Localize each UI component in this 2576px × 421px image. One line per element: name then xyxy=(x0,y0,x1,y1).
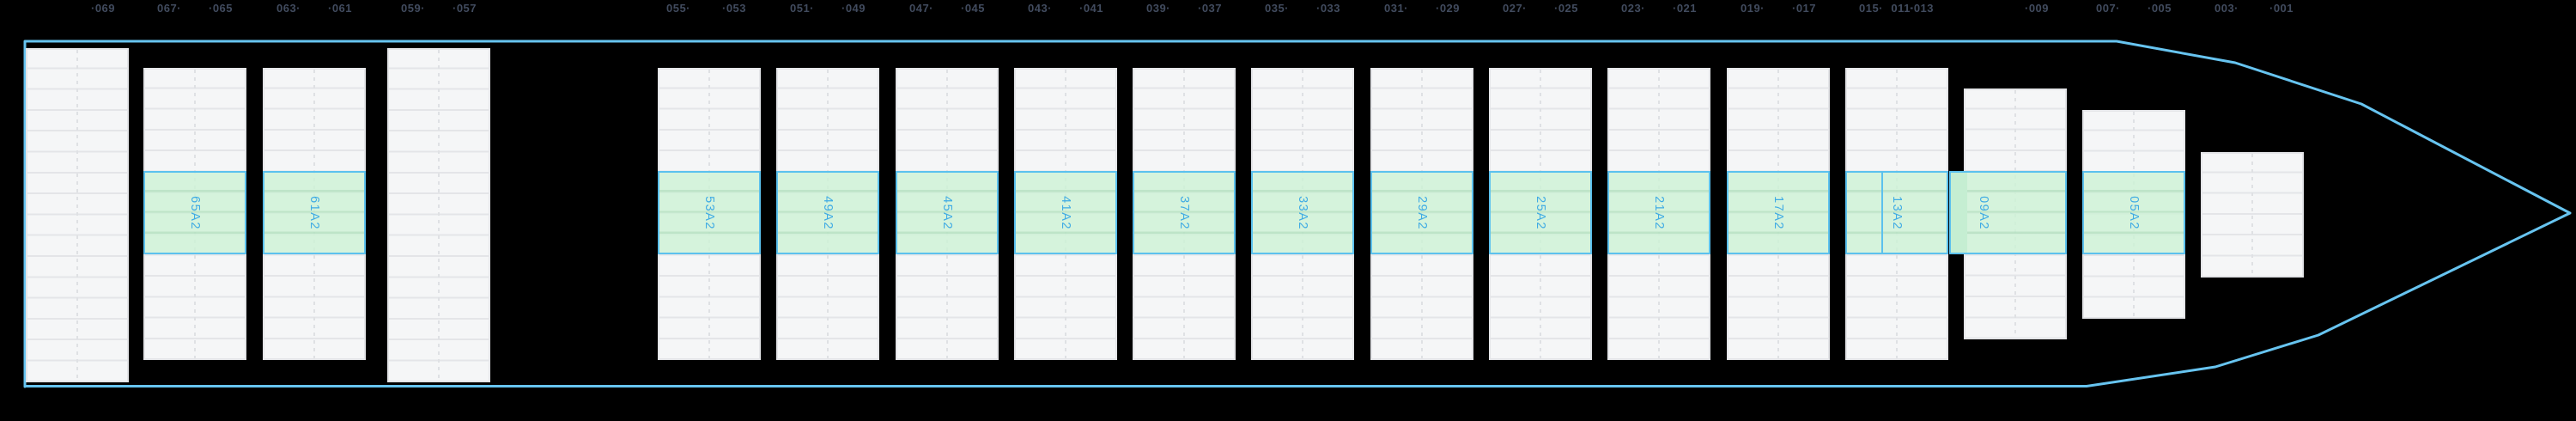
bay-number-label: ·069 xyxy=(90,2,116,15)
stowage-block-label: 17A2 xyxy=(1771,195,1785,230)
stowage-block-label: 09A2 xyxy=(1977,195,1990,230)
bay-grid-007-005[interactable]: 05A2 xyxy=(2082,110,2185,319)
bay-grid-047-045[interactable]: 45A2 xyxy=(896,68,999,361)
stowage-block-53A2[interactable]: 53A2 xyxy=(658,171,761,254)
bay-number-label: 059· xyxy=(400,2,426,15)
stowage-block-29A2[interactable]: 29A2 xyxy=(1370,171,1473,254)
stowage-block-49A2[interactable]: 49A2 xyxy=(776,171,879,254)
bay-grid-015-013[interactable]: 13A2 xyxy=(1845,68,1948,361)
stowage-block-divider xyxy=(1881,173,1883,253)
stowage-block-09A2[interactable]: 09A2 xyxy=(1949,171,2067,254)
bay-number-label: ·065 xyxy=(208,2,234,15)
bay-center-divider xyxy=(76,50,78,381)
stowage-block-extension xyxy=(1951,173,1967,253)
stowage-block-label: 41A2 xyxy=(1059,195,1072,230)
bay-grid-031-029[interactable]: 29A2 xyxy=(1370,68,1473,361)
hull-outline-path xyxy=(23,40,2572,388)
stowage-block-label: 53A2 xyxy=(702,195,716,230)
bay-number-label: 063· xyxy=(276,2,301,15)
stowage-block-25A2[interactable]: 25A2 xyxy=(1489,171,1592,254)
bay-number-label: 023· xyxy=(1620,2,1646,15)
stowage-block-45A2[interactable]: 45A2 xyxy=(896,171,999,254)
bay-number-label: ·053 xyxy=(721,2,747,15)
bay-number-label: ·041 xyxy=(1078,2,1104,15)
bay-grid-043-041[interactable]: 41A2 xyxy=(1014,68,1117,361)
stowage-block-label: 65A2 xyxy=(188,195,202,230)
bay-number-label: 055· xyxy=(665,2,691,15)
bay-grid-035-033[interactable]: 33A2 xyxy=(1251,68,1354,361)
bay-number-label: 035· xyxy=(1264,2,1290,15)
bay-grid-023-021[interactable]: 21A2 xyxy=(1607,68,1710,361)
bay-grid-059-057[interactable] xyxy=(387,48,490,382)
bay-number-label: ·049 xyxy=(841,2,866,15)
stowage-block-label: 05A2 xyxy=(2127,195,2141,230)
stowage-block-label: 61A2 xyxy=(307,195,321,230)
bay-number-label: ·009 xyxy=(2024,2,2050,15)
bay-number-label: 031· xyxy=(1383,2,1409,15)
bay-number-label: ·033 xyxy=(1315,2,1341,15)
bay-number-label: ·061 xyxy=(327,2,353,15)
bay-number-label: 011· xyxy=(1891,2,1915,15)
bay-number-label: 007· xyxy=(2095,2,2121,15)
stowage-block-label: 33A2 xyxy=(1296,195,1309,230)
stowage-block-17A2[interactable]: 17A2 xyxy=(1727,171,1830,254)
stowage-block-label: 21A2 xyxy=(1652,195,1666,230)
bay-number-label: ·005 xyxy=(2147,2,2172,15)
bay-number-label: ·029 xyxy=(1435,2,1461,15)
bay-number-label: 019· xyxy=(1740,2,1765,15)
stowage-block-21A2[interactable]: 21A2 xyxy=(1607,171,1710,254)
stowage-block-37A2[interactable]: 37A2 xyxy=(1133,171,1236,254)
stowage-block-41A2[interactable]: 41A2 xyxy=(1014,171,1117,254)
bay-center-divider xyxy=(2251,154,2253,276)
stowage-block-label: 29A2 xyxy=(1415,195,1429,230)
bay-number-label: 067· xyxy=(156,2,182,15)
stowage-block-13A2[interactable]: 13A2 xyxy=(1845,171,1948,254)
bay-number-label: 047· xyxy=(908,2,934,15)
bay-grid-051-049[interactable]: 49A2 xyxy=(776,68,879,361)
stowage-block-label: 49A2 xyxy=(821,195,835,230)
bay-number-label: ·025 xyxy=(1553,2,1579,15)
bay-number-label: 027· xyxy=(1502,2,1528,15)
bay-number-label: 043· xyxy=(1027,2,1053,15)
stowage-block-label: 37A2 xyxy=(1177,195,1191,230)
bay-number-label: 051· xyxy=(789,2,815,15)
bay-number-label: ·021 xyxy=(1672,2,1698,15)
stowage-block-65A2[interactable]: 65A2 xyxy=(143,171,246,254)
bay-number-label: 039· xyxy=(1145,2,1171,15)
stowage-block-33A2[interactable]: 33A2 xyxy=(1251,171,1354,254)
bay-number-label: ·045 xyxy=(960,2,986,15)
bay-number-label: 015· xyxy=(1858,2,1884,15)
stowage-block-61A2[interactable]: 61A2 xyxy=(263,171,366,254)
bay-grid-011-009[interactable]: 09A2 xyxy=(1949,88,2067,339)
bay-number-label: ·001 xyxy=(2269,2,2294,15)
stowage-block-label: 45A2 xyxy=(940,195,954,230)
bay-grid-071-069[interactable] xyxy=(26,48,129,382)
bay-grid-067-065[interactable]: 65A2 xyxy=(143,68,246,361)
bay-number-label: ·013 xyxy=(1909,2,1935,15)
bay-grid-039-037[interactable]: 37A2 xyxy=(1133,68,1236,361)
bay-center-divider xyxy=(438,50,440,381)
bay-grid-063-061[interactable]: 61A2 xyxy=(263,68,366,361)
stowage-block-label: 13A2 xyxy=(1890,195,1904,230)
bay-number-label: 003· xyxy=(2214,2,2239,15)
bay-number-label: ·057 xyxy=(452,2,477,15)
bay-number-label: ·037 xyxy=(1197,2,1223,15)
bay-grid-055-053[interactable]: 53A2 xyxy=(658,68,761,361)
bay-grid-019-017[interactable]: 17A2 xyxy=(1727,68,1830,361)
stowage-block-label: 25A2 xyxy=(1534,195,1547,230)
bay-grid-003-001[interactable] xyxy=(2201,152,2304,278)
stowage-block-05A2[interactable]: 05A2 xyxy=(2082,171,2185,254)
bay-grid-027-025[interactable]: 25A2 xyxy=(1489,68,1592,361)
bay-number-label: ·017 xyxy=(1791,2,1817,15)
